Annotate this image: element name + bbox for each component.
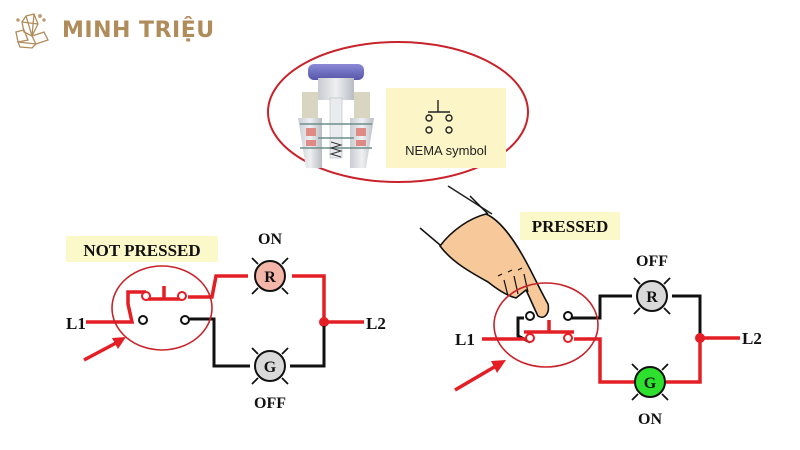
- red-lamp: R: [251, 257, 289, 295]
- push-button-cutaway: [298, 64, 374, 168]
- red-lamp: R: [633, 277, 671, 315]
- green-lamp-state: ON: [638, 411, 662, 428]
- red-lamp-bulb: [254, 260, 286, 292]
- energized-path: [482, 320, 740, 384]
- nema-symbol-box: NEMA symbol: [386, 88, 506, 168]
- not-pressed-circuit: NOT PRESSED L1 L2: [66, 231, 386, 412]
- pointer-arrow-icon: [83, 337, 126, 362]
- green-lamp: G: [631, 363, 669, 401]
- nema-symbol-icon: [425, 100, 453, 134]
- red-lamp-state: ON: [258, 231, 282, 248]
- red-lamp-letter: R: [264, 269, 276, 286]
- green-lamp-letter: G: [644, 375, 657, 392]
- red-lamp-letter: R: [646, 289, 658, 306]
- junction-node: [695, 333, 705, 343]
- green-lamp-state: OFF: [254, 395, 286, 412]
- green-lamp-bulb: [254, 350, 286, 382]
- left-line-label: L1: [455, 330, 475, 349]
- energized-path: [86, 274, 364, 324]
- right-line-label: L2: [742, 329, 762, 348]
- green-lamp: G: [251, 347, 289, 385]
- inset-ellipse: [267, 41, 529, 183]
- pointing-hand-icon: [419, 195, 550, 319]
- pressed-title: PRESSED: [532, 217, 609, 236]
- green-lamp-bulb: [634, 366, 666, 398]
- green-lamp-letter: G: [264, 359, 277, 376]
- switch-highlight-ellipse: [493, 282, 599, 368]
- pointer-arrow-icon: [454, 360, 506, 392]
- right-line-label: L2: [366, 314, 386, 333]
- left-line-label: L1: [66, 314, 86, 333]
- red-lamp-state: OFF: [636, 253, 668, 270]
- junction-node: [319, 317, 329, 327]
- not-pressed-title: NOT PRESSED: [83, 241, 200, 260]
- callout-pointer: [447, 185, 493, 215]
- brand-logo: MINH TRIỆU: [10, 10, 215, 50]
- pressed-circuit: PRESSED: [419, 195, 762, 428]
- red-lamp-bulb: [636, 280, 668, 312]
- brand-name: MINH TRIỆU: [62, 17, 215, 43]
- nema-caption: NEMA symbol: [405, 143, 487, 158]
- crystal-lotus-icon: [15, 13, 49, 49]
- de-energized-path: [188, 317, 326, 368]
- not-pressed-label-bg: [66, 236, 218, 262]
- switch-highlight-ellipse: [111, 265, 213, 351]
- pressed-label-bg: [520, 212, 620, 240]
- inset-callout: NEMA symbol: [267, 41, 529, 215]
